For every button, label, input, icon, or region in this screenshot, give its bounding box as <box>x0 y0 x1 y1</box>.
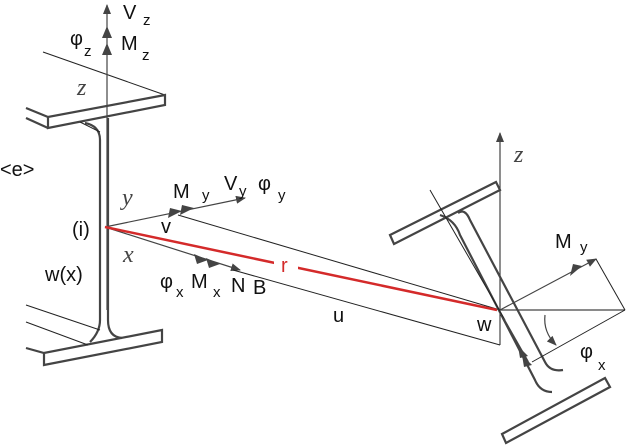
x-axis-arrow <box>104 226 241 272</box>
r-label-bg <box>274 255 298 277</box>
phiy-label: φ <box>258 173 271 195</box>
y-axis-label: y <box>120 185 133 211</box>
phix-left-sub: x <box>176 284 184 301</box>
node-arrowhead-2 <box>522 355 532 367</box>
mx-sub: x <box>213 284 221 301</box>
r-label: r <box>281 255 288 277</box>
my-right-sub: y <box>580 239 588 256</box>
phix-arrowhead <box>194 254 208 264</box>
node-i-label: (i) <box>72 219 90 241</box>
u-label: u <box>333 305 344 327</box>
vy-label: V <box>224 173 238 195</box>
left-z-axis-label: z <box>76 75 87 101</box>
phix-projection-line <box>531 309 626 363</box>
vz-label: V <box>123 2 137 24</box>
mz-label: M <box>121 33 138 55</box>
mx-label: M <box>191 271 208 293</box>
v-label: v <box>161 216 171 238</box>
my-arrowhead <box>168 208 182 218</box>
phiz-sub: z <box>84 43 92 60</box>
phix-rotation-arc <box>544 314 557 346</box>
w-label: w <box>476 314 492 336</box>
my-left-sub: y <box>202 187 210 204</box>
node-arrowhead-1 <box>518 346 528 358</box>
phix-left-label: φ <box>160 271 173 293</box>
u-offset-line <box>232 269 501 346</box>
my-right-label: M <box>555 231 572 253</box>
phiy-sub: y <box>278 187 286 204</box>
mz-sub: z <box>142 47 150 64</box>
my-projection-line <box>595 258 626 311</box>
right-z-axis-label: z <box>513 142 524 168</box>
left-i-beam <box>25 51 167 367</box>
phiz-label: φ <box>70 28 83 50</box>
v-offset-line <box>177 214 501 311</box>
vy-arrowhead <box>180 205 194 215</box>
n-label: N <box>231 275 245 297</box>
left-z-axis <box>102 4 112 310</box>
my-right-arrowhead <box>570 264 582 276</box>
phix-right-label: φ <box>580 341 593 363</box>
my-right-arrow <box>499 258 597 311</box>
vy-sub: y <box>239 183 247 200</box>
x-axis-label: x <box>122 242 134 268</box>
element-label: <e> <box>0 159 34 181</box>
vz-sub: z <box>143 12 151 29</box>
my-left-label: M <box>173 181 190 203</box>
r-vector-line <box>104 225 498 312</box>
mx-arrowhead <box>206 258 220 268</box>
w-x-label: w(x) <box>44 264 83 286</box>
phix-right-sub: x <box>598 357 606 374</box>
b-label: B <box>253 277 266 299</box>
